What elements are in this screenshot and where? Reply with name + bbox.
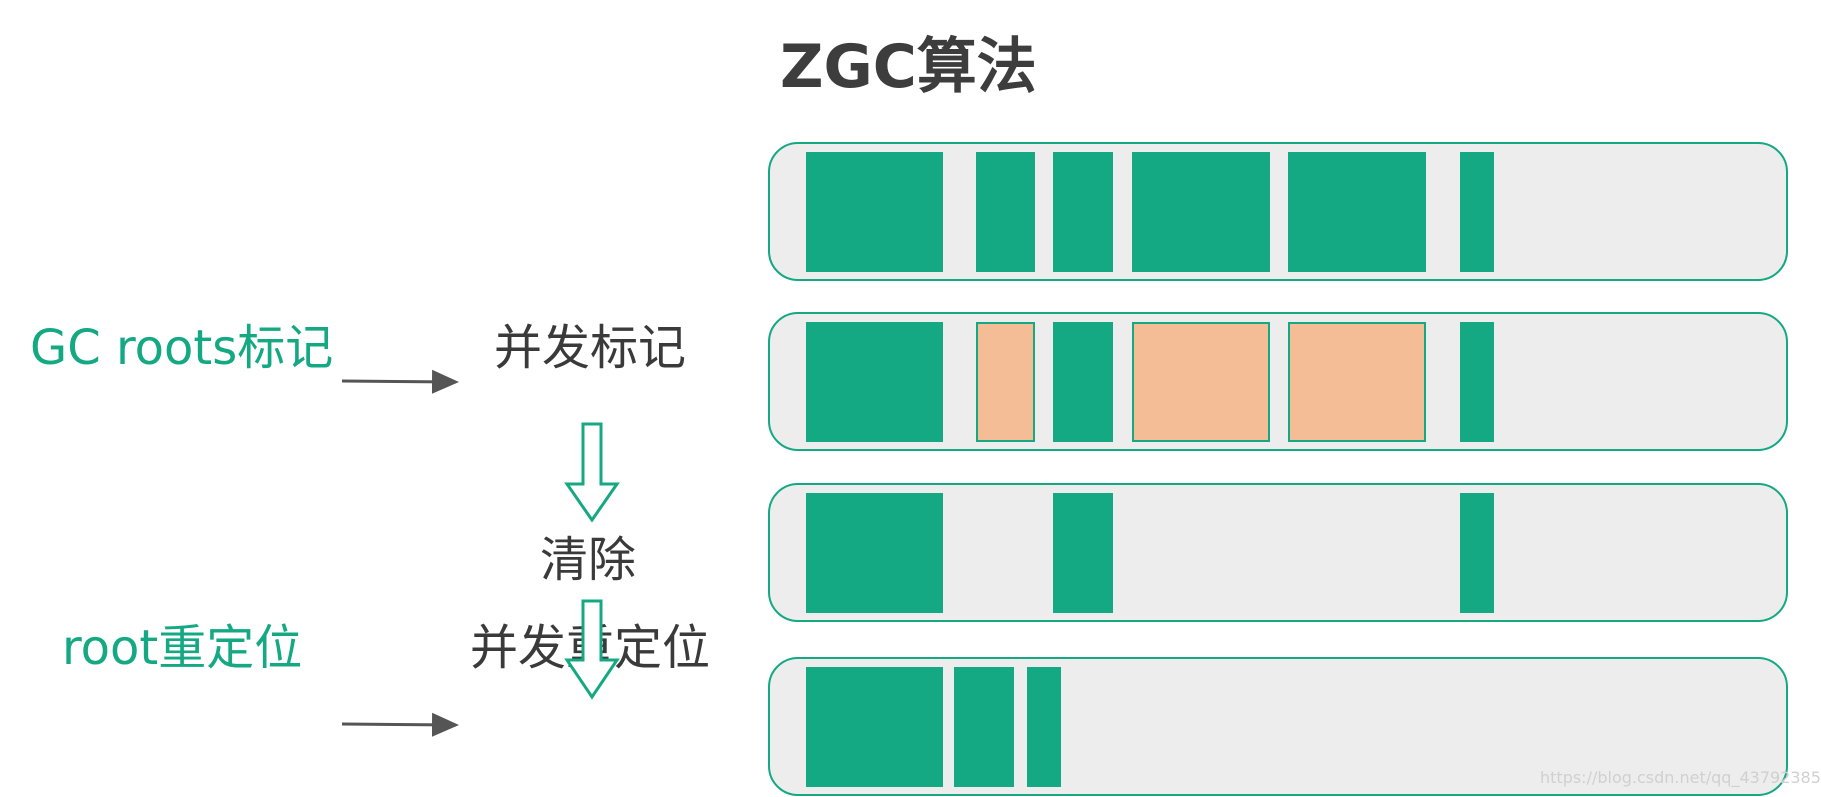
heap-region-cleared — [768, 483, 1788, 622]
garbage-object-block — [1288, 322, 1426, 442]
live-object-block — [806, 322, 943, 442]
garbage-object-block — [976, 322, 1035, 442]
live-object-block — [1053, 152, 1113, 272]
gc-roots-arrow — [341, 369, 459, 394]
live-object-block — [1027, 667, 1061, 787]
live-object-block — [1053, 322, 1113, 442]
live-object-block — [976, 152, 1035, 272]
root-relocate-arrow — [341, 712, 459, 737]
watermark: https://blog.csdn.net/qq_43792385 — [1540, 768, 1821, 787]
live-object-block — [1132, 152, 1270, 272]
clear-step: 清除 — [540, 532, 637, 588]
heap-region-initial — [768, 142, 1788, 281]
gc-roots-mark-label: GC roots标记 — [30, 320, 334, 376]
down-arrow-icon — [564, 599, 620, 700]
live-object-block — [806, 493, 943, 613]
heap-region-marked — [768, 312, 1788, 451]
heap-region-relocated — [768, 657, 1788, 796]
live-object-block — [1460, 493, 1494, 613]
live-object-block — [806, 667, 943, 787]
live-object-block — [1460, 152, 1494, 272]
down-arrow-icon — [564, 422, 620, 523]
live-object-block — [1460, 322, 1494, 442]
live-object-block — [954, 667, 1014, 787]
root-relocate-label: root重定位 — [62, 620, 303, 676]
garbage-object-block — [1132, 322, 1270, 442]
live-object-block — [1053, 493, 1113, 613]
live-object-block — [1288, 152, 1426, 272]
diagram-title: ZGC算法 — [780, 32, 1037, 102]
concurrent-mark-step: 并发标记 — [494, 320, 687, 376]
live-object-block — [806, 152, 943, 272]
